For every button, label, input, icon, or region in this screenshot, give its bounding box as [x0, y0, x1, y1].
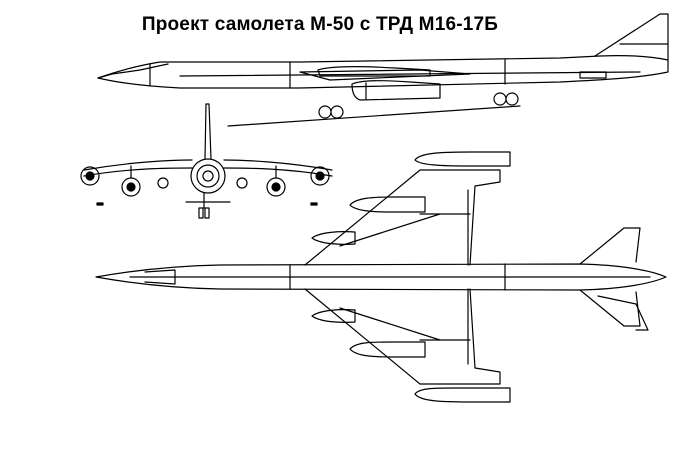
side-engine-inner	[351, 80, 441, 101]
front-fin	[204, 103, 212, 160]
top-wing-upper	[304, 169, 501, 266]
top-wing-lower-inner	[339, 307, 441, 341]
front-pod-left	[157, 177, 169, 189]
top-engine-inner-lower	[349, 341, 426, 358]
front-fuselage-core	[202, 170, 214, 182]
top-cockpit	[144, 269, 176, 285]
top-engine-inner-upper	[349, 196, 426, 213]
top-pod-upper	[311, 231, 356, 245]
top-tail-lower	[579, 289, 641, 327]
front-gear-right	[204, 207, 210, 219]
top-engine-tip-upper	[414, 151, 511, 167]
front-fuselage-inner	[196, 164, 220, 188]
front-engine-outer-left-core	[85, 171, 95, 181]
front-pod-right	[236, 177, 248, 189]
front-engine-outer-right-core	[315, 171, 325, 181]
front-tip-gear-right	[310, 202, 318, 206]
top-wing-upper-inner	[339, 213, 441, 247]
side-hatch	[579, 71, 607, 79]
top-tail-lower-tip	[597, 295, 649, 331]
side-fuselage	[97, 55, 669, 89]
side-cockpit	[111, 63, 169, 75]
side-ground-line	[227, 105, 521, 127]
front-engine-outer-right	[310, 166, 330, 186]
side-nose-tip	[97, 73, 113, 79]
drawing-title: Проект самолета М-50 с ТРД М16-17Б	[141, 14, 499, 35]
front-engine-outer-left	[80, 166, 100, 186]
side-main-gear-1	[318, 105, 332, 119]
side-main-gear-2	[330, 105, 344, 119]
front-tip-gear-left	[96, 202, 104, 206]
top-engine-tip-lower	[414, 387, 511, 403]
front-engine-inner-left-core	[126, 182, 136, 192]
top-wing-lower	[304, 288, 501, 385]
top-pod-lower	[311, 309, 356, 323]
side-view	[97, 13, 669, 127]
side-fin	[594, 13, 669, 61]
side-wing	[299, 69, 471, 81]
front-view	[80, 103, 333, 219]
front-wing-under	[83, 167, 333, 177]
front-fuselage	[190, 158, 226, 194]
side-engine-outer	[317, 66, 431, 77]
top-view	[95, 151, 667, 403]
front-gear-left	[198, 207, 204, 219]
front-engine-inner-right-core	[271, 182, 281, 192]
side-stripe	[179, 71, 641, 77]
side-rear-gear-1	[493, 92, 507, 106]
top-tail-upper	[579, 227, 641, 265]
top-fuselage	[95, 263, 667, 291]
side-rear-gear-2	[505, 92, 519, 106]
